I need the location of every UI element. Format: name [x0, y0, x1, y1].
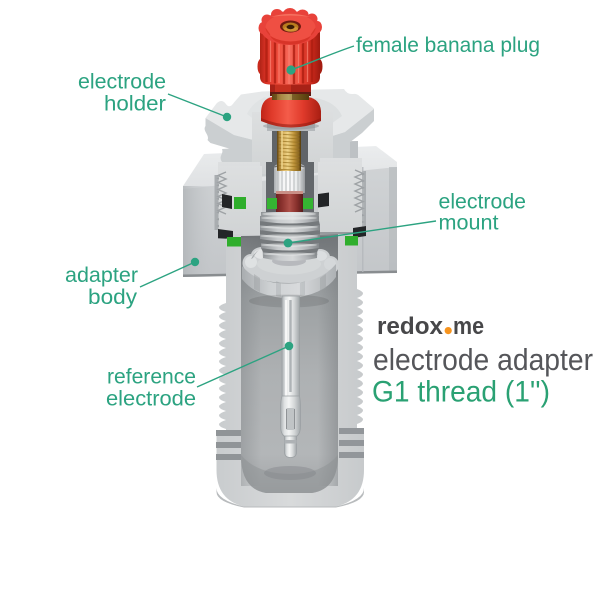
svg-text:me: me	[453, 313, 484, 340]
svg-text:adapter: adapter	[65, 264, 138, 287]
svg-text:reference: reference	[107, 366, 196, 389]
svg-text:electrode adapter: electrode adapter	[373, 342, 593, 377]
svg-text:body: body	[88, 286, 138, 309]
svg-text:redox: redox	[377, 313, 444, 340]
svg-text:female banana plug: female banana plug	[356, 34, 540, 57]
svg-text:electrode: electrode	[78, 71, 166, 94]
svg-text:G1 thread (1''): G1 thread (1'')	[372, 376, 550, 409]
svg-text:electrode: electrode	[106, 388, 196, 411]
svg-text:electrode: electrode	[439, 191, 527, 214]
svg-text:mount: mount	[439, 212, 499, 235]
svg-text:holder: holder	[104, 93, 166, 116]
